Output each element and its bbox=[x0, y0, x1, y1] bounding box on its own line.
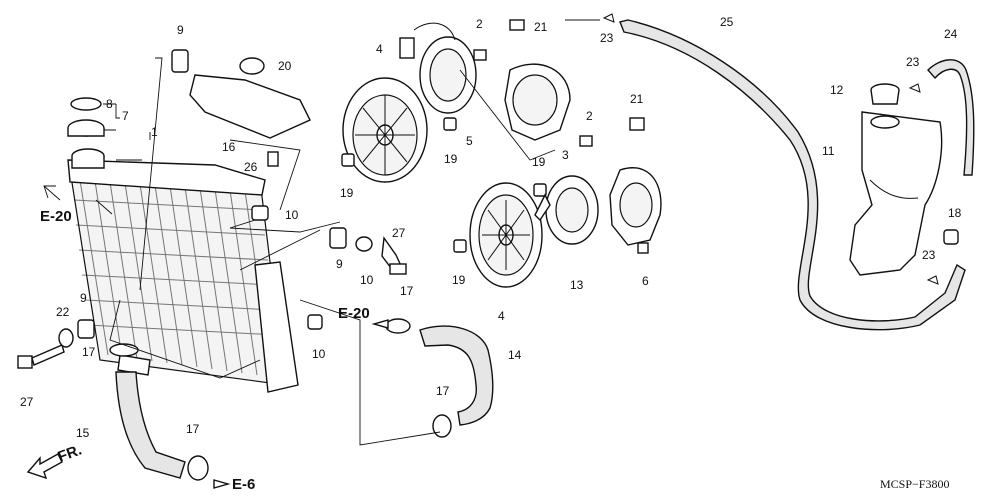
callout-12: 12 bbox=[830, 83, 844, 97]
callout-17-bottom: 17 bbox=[186, 422, 200, 436]
clamp-17-mid bbox=[385, 318, 411, 334]
front-arrow: FR. bbox=[26, 442, 85, 480]
callout-6: 6 bbox=[642, 274, 649, 288]
callout-26: 26 bbox=[244, 160, 258, 174]
callout-10-lower: 10 bbox=[312, 347, 326, 361]
screw-21-lower bbox=[629, 117, 645, 131]
callout-10-mid: 10 bbox=[360, 273, 374, 287]
fan-upper bbox=[342, 77, 428, 183]
collar-22 bbox=[58, 328, 74, 348]
radiator-cap bbox=[67, 97, 105, 137]
callout-7: 7 bbox=[122, 109, 129, 123]
callout-24: 24 bbox=[944, 27, 958, 41]
callout-17-mid: 17 bbox=[400, 284, 414, 298]
clamp-17-lower bbox=[432, 414, 452, 438]
callout-13: 13 bbox=[570, 278, 584, 292]
callout-25: 25 bbox=[720, 15, 734, 29]
hose-25 bbox=[619, 19, 966, 331]
reference-labels: E-20 E-20 E-6 bbox=[40, 208, 389, 493]
callout-5: 5 bbox=[466, 134, 473, 148]
callout-17-left: 17 bbox=[82, 345, 96, 359]
callout-19-a: 19 bbox=[340, 186, 354, 200]
callout-21-lower: 21 bbox=[630, 92, 644, 106]
callout-21-upper: 21 bbox=[534, 20, 548, 34]
callout-23-top: 23 bbox=[600, 31, 614, 45]
clip-2-lower bbox=[579, 135, 593, 147]
callout-27-mid: 27 bbox=[392, 226, 406, 240]
callout-15: 15 bbox=[76, 426, 90, 440]
callout-9-top: 9 bbox=[177, 23, 184, 37]
callout-23-tank: 23 bbox=[906, 55, 920, 69]
shroud-6 bbox=[609, 167, 662, 254]
callout-2-lower: 2 bbox=[586, 109, 593, 123]
clip-2-upper bbox=[473, 49, 487, 61]
callout-19-c: 19 bbox=[532, 155, 546, 169]
hose-14 bbox=[419, 325, 494, 426]
screw-21-upper bbox=[509, 19, 525, 31]
callout-19-b: 19 bbox=[444, 152, 458, 166]
hose-24 bbox=[927, 59, 975, 176]
callouts: 1 7 8 9 9 9 10 10 10 11 12 13 14 15 16 1… bbox=[20, 15, 962, 440]
grommet-9-mid bbox=[329, 227, 347, 249]
callout-22: 22 bbox=[56, 305, 70, 319]
callout-23-lower: 23 bbox=[922, 248, 936, 262]
ref-e20-left: E-20 bbox=[40, 208, 72, 225]
bolt-10 bbox=[251, 205, 323, 330]
callout-9-left: 9 bbox=[80, 291, 87, 305]
front-arrow-icon bbox=[26, 453, 63, 480]
fan-motor-lower-13 bbox=[534, 175, 599, 245]
callout-4-lower: 4 bbox=[498, 309, 505, 323]
radiator bbox=[67, 148, 299, 393]
ref-e6: E-6 bbox=[232, 476, 255, 493]
callout-10-upper: 10 bbox=[285, 208, 299, 222]
callout-8: 8 bbox=[106, 97, 113, 111]
bracket-16 bbox=[171, 49, 311, 167]
fan-lower bbox=[469, 182, 543, 288]
callout-1: 1 bbox=[151, 125, 158, 139]
callout-19-d: 19 bbox=[452, 273, 466, 287]
callout-20: 20 bbox=[278, 59, 292, 73]
callout-16: 16 bbox=[222, 140, 236, 154]
clips-23 bbox=[602, 13, 939, 285]
callout-9-mid: 9 bbox=[336, 257, 343, 271]
callout-18: 18 bbox=[948, 206, 962, 220]
reserve-tank-11 bbox=[849, 111, 943, 276]
callout-27-left: 27 bbox=[20, 395, 34, 409]
callout-3: 3 bbox=[562, 148, 569, 162]
bolt-18 bbox=[943, 229, 959, 245]
shroud-3 bbox=[504, 63, 571, 141]
front-label: FR. bbox=[56, 442, 85, 466]
bolt-left bbox=[17, 344, 65, 369]
grommet-9-left bbox=[77, 319, 95, 339]
callout-2-upper: 2 bbox=[476, 17, 483, 31]
callout-11: 11 bbox=[822, 144, 835, 158]
callout-4-upper: 4 bbox=[376, 42, 383, 56]
diagram-code: MCSP−F3800 bbox=[880, 477, 949, 491]
clamp-17-bottom bbox=[187, 455, 209, 481]
clamp-17-left bbox=[109, 343, 139, 357]
nuts-19 bbox=[341, 117, 547, 253]
bolt-27-mid bbox=[381, 236, 407, 275]
callout-14: 14 bbox=[508, 348, 522, 362]
ref-e20-mid: E-20 bbox=[338, 305, 370, 322]
fan-motor-upper bbox=[399, 22, 477, 114]
hose-15 bbox=[115, 371, 186, 479]
collar-10-mid bbox=[355, 236, 373, 252]
callout-17-lower: 17 bbox=[436, 384, 450, 398]
reserve-tank-cap-12 bbox=[870, 83, 900, 105]
leader-lines bbox=[43, 19, 600, 446]
